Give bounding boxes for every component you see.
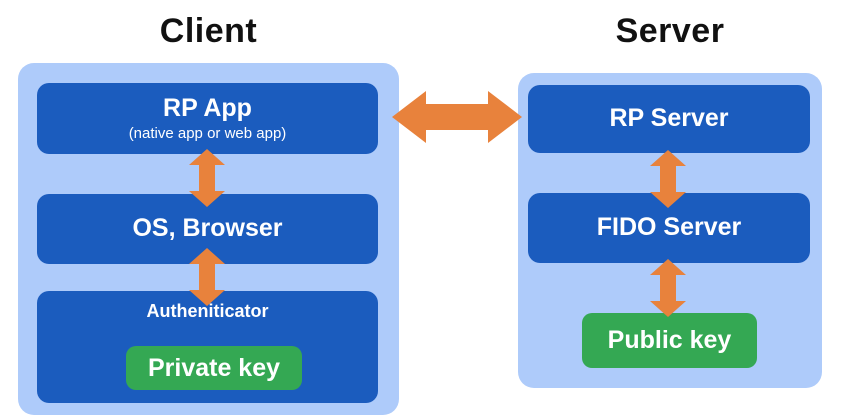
private-key-box: Private key xyxy=(126,346,302,390)
client-server-double-arrow-icon xyxy=(392,91,522,143)
client-title: Client xyxy=(159,12,258,50)
rp-app-sublabel: (native app or web app) xyxy=(128,124,287,142)
rpapp-osbrowser-double-arrow-icon xyxy=(189,149,225,207)
rp-server-box: RP Server xyxy=(528,85,810,153)
osbrowser-authenticator-double-arrow-icon xyxy=(189,248,225,306)
authenticator-label: Autheniticator xyxy=(146,301,269,321)
rp-app-box: RP App (native app or web app) xyxy=(37,83,378,154)
rpserver-fidoserver-double-arrow-icon xyxy=(650,150,686,208)
fido-server-label: FIDO Server xyxy=(596,213,742,242)
private-key-label: Private key xyxy=(147,353,281,382)
server-title: Server xyxy=(615,12,725,50)
public-key-label: Public key xyxy=(607,326,732,354)
os-browser-label: OS, Browser xyxy=(132,214,283,243)
fidoserver-publickey-double-arrow-icon xyxy=(650,259,686,317)
public-key-box: Public key xyxy=(582,313,757,368)
rp-server-label: RP Server xyxy=(609,104,729,133)
rp-app-label: RP App xyxy=(163,94,252,123)
